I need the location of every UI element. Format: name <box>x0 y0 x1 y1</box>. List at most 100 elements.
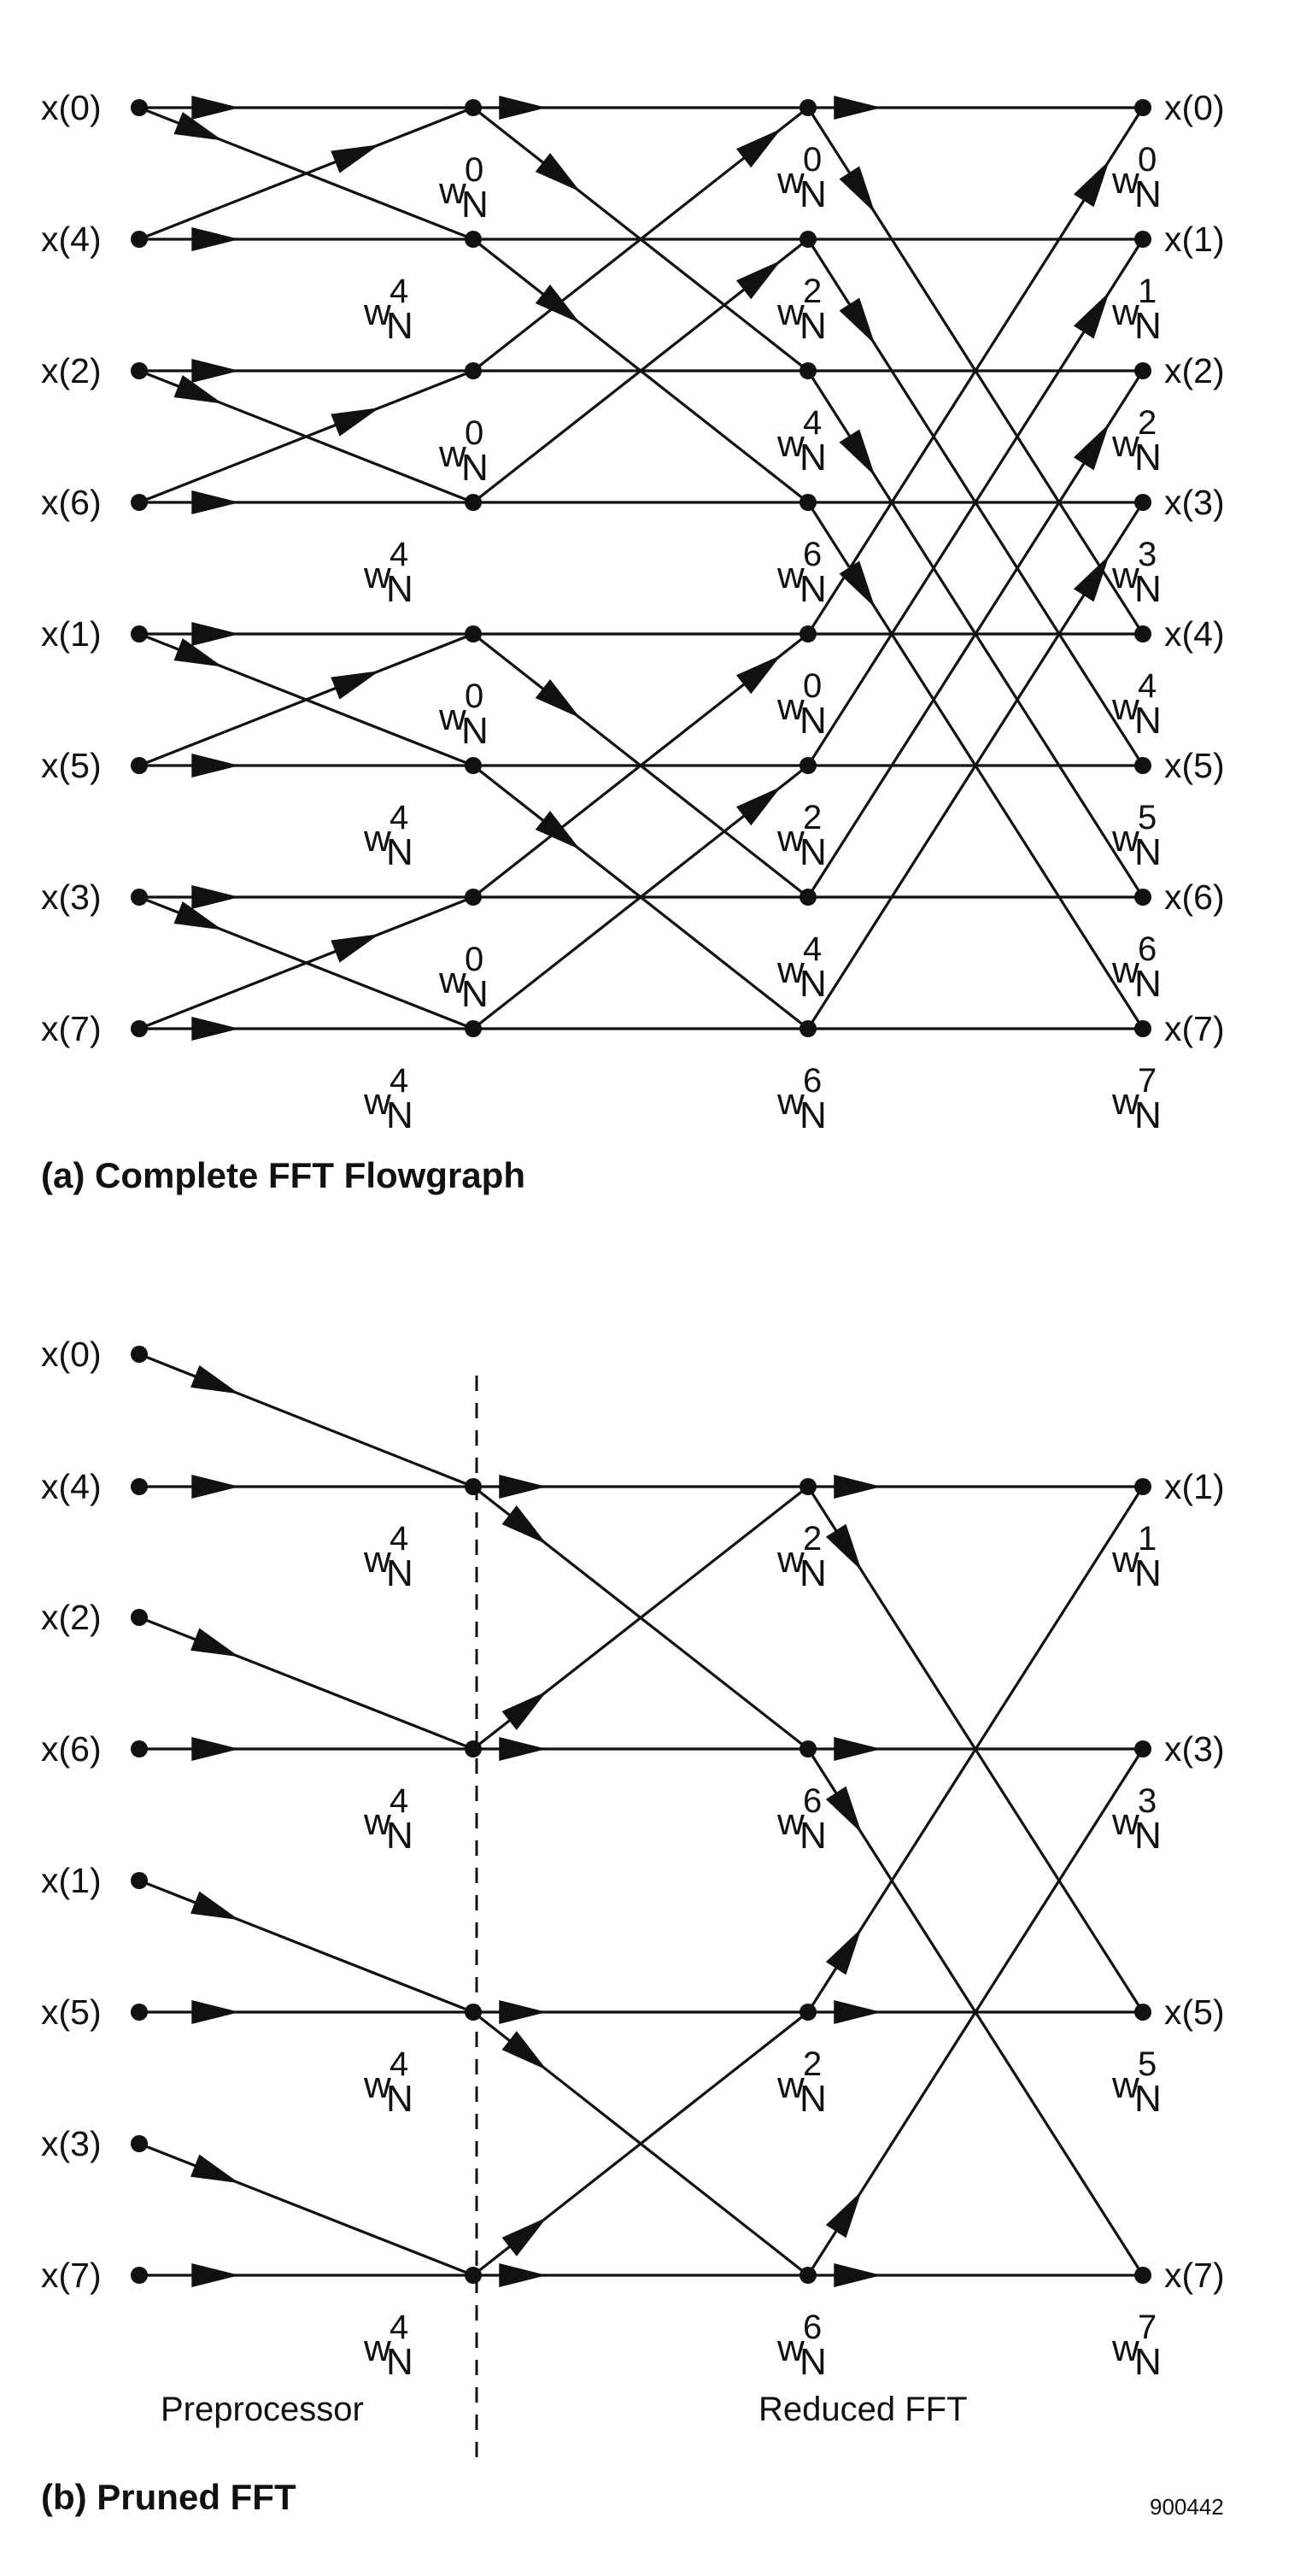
twiddle-w: w <box>1111 160 1139 202</box>
s1-arrow <box>173 374 223 404</box>
input-label: x(3) <box>41 877 102 917</box>
twiddle-subscript: N <box>1134 831 1162 873</box>
twiddle-stage3: wN5 <box>1111 2045 1162 2120</box>
twiddle-exponent: 4 <box>1138 667 1157 705</box>
twiddle-w: w <box>1111 1081 1139 1123</box>
twiddle-exponent: 3 <box>1138 536 1157 573</box>
twiddle-stage2: wN6 <box>776 2309 827 2383</box>
twiddle-exponent: 4 <box>390 1782 408 1820</box>
node <box>800 231 817 248</box>
pre-arrow <box>191 1475 240 1499</box>
twiddle-stage1: wN4 <box>363 799 413 873</box>
twiddle-w: w <box>776 949 805 991</box>
twiddle-w: w <box>1111 291 1139 333</box>
twiddle-stage1: wN0 <box>438 151 489 226</box>
twiddle-w: w <box>1111 423 1139 465</box>
twiddle-subscript: N <box>800 437 827 478</box>
r2-arrow <box>834 2000 882 2024</box>
twiddle-w: w <box>776 2064 805 2106</box>
input-label: x(4) <box>41 220 102 259</box>
twiddle-exponent: 6 <box>803 2309 822 2346</box>
twiddle-exponent: 5 <box>1138 799 1157 836</box>
s2-arrow <box>735 786 782 826</box>
output-label: x(2) <box>1164 351 1225 390</box>
twiddle-subscript: N <box>1134 963 1162 1005</box>
node <box>1134 889 1151 906</box>
twiddle-w: w <box>363 1539 391 1581</box>
twiddle-subscript: N <box>386 568 413 610</box>
s3-arrow <box>1073 291 1110 339</box>
node <box>465 2267 482 2284</box>
pre-diagonal <box>138 1353 474 1488</box>
twiddle-stage1: wN0 <box>438 414 489 489</box>
twiddle-subscript: N <box>461 447 489 489</box>
input-label: x(4) <box>41 1467 102 1506</box>
s3-arrow <box>839 297 876 345</box>
node <box>131 1020 148 1037</box>
input-label: x(7) <box>41 2256 102 2295</box>
node <box>1134 1740 1151 1757</box>
s1-cross-up <box>138 895 474 1030</box>
r2-arrow <box>825 1928 862 1975</box>
input-label: x(2) <box>41 1598 102 1637</box>
twiddle-stage3: wN0 <box>1111 141 1162 215</box>
twiddle-w: w <box>776 423 805 465</box>
s2-arrow <box>735 654 782 695</box>
twiddle-w: w <box>1111 1801 1139 1843</box>
r2-arrow <box>834 1737 882 1761</box>
s1-arrow <box>173 901 223 930</box>
output-label: x(7) <box>1164 1009 1225 1048</box>
s1-arrow <box>191 359 240 383</box>
node <box>465 625 482 643</box>
twiddle-stage2: wN6 <box>776 1782 827 1857</box>
node <box>800 494 817 511</box>
node <box>465 1478 482 1495</box>
twiddle-stage1: wN4 <box>363 536 413 610</box>
twiddle-exponent: 4 <box>390 273 408 310</box>
node <box>465 1740 482 1757</box>
s1-cross-up <box>138 369 474 504</box>
node <box>1134 1020 1151 1037</box>
twiddle-w: w <box>776 291 805 333</box>
twiddle-exponent: 2 <box>803 273 822 310</box>
node <box>465 362 482 379</box>
twiddle-exponent: 0 <box>465 414 483 452</box>
twiddle-subscript: N <box>800 831 827 873</box>
node <box>131 625 148 643</box>
twiddle-w: w <box>438 959 466 1001</box>
input-label: x(5) <box>41 1992 102 2032</box>
node <box>465 1020 482 1037</box>
twiddle-exponent: 4 <box>803 404 822 442</box>
pre-diagonal <box>138 2142 474 2277</box>
twiddle-subscript: N <box>800 173 827 215</box>
node <box>131 1478 148 1495</box>
twiddle-exponent: 4 <box>390 2309 408 2346</box>
node <box>131 1346 148 1363</box>
twiddle-w: w <box>438 170 466 212</box>
twiddle-stage3: wN5 <box>1111 799 1162 873</box>
input-label: x(5) <box>41 746 102 785</box>
twiddle-w: w <box>363 291 391 333</box>
r2-arrow <box>825 2191 862 2239</box>
preprocessor-label: Preprocessor <box>161 2391 364 2428</box>
twiddle-stage2: wN0 <box>776 667 827 742</box>
s2-arrow <box>535 152 581 192</box>
output-label: x(4) <box>1164 614 1225 654</box>
twiddle-stage1: wN4 <box>363 1782 413 1857</box>
r1-arrow <box>501 1691 548 1731</box>
pre-arrow <box>190 1628 240 1658</box>
twiddle-subscript: N <box>386 1815 413 1857</box>
pre-diagonal <box>138 1879 474 2014</box>
pre-arrow <box>190 1891 240 1921</box>
s2-arrow <box>735 260 782 300</box>
s1-arrow <box>173 637 223 667</box>
twiddle-subscript: N <box>800 1094 827 1136</box>
twiddle-subscript: N <box>1134 2078 1162 2120</box>
s3-arrow <box>839 429 876 477</box>
twiddle-subscript: N <box>386 1552 413 1594</box>
twiddle-exponent: 7 <box>1138 1062 1157 1100</box>
node <box>131 1740 148 1757</box>
input-label: x(0) <box>41 88 102 127</box>
